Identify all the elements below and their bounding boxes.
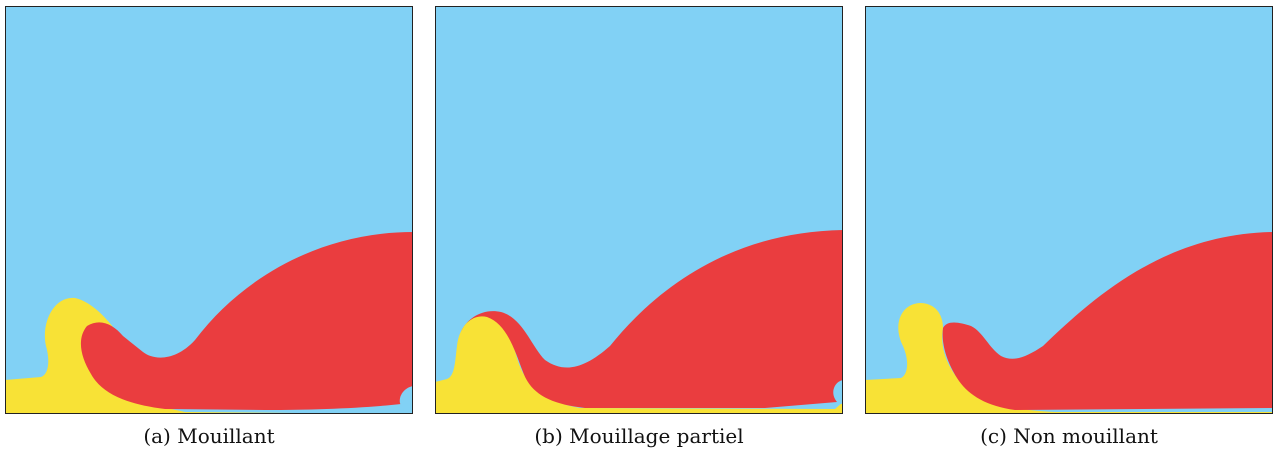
red-fluid <box>80 232 413 410</box>
gas-bubble-corner <box>833 380 843 404</box>
caption-wetting: (a) Mouillant <box>143 424 275 448</box>
gas-bubble-corner <box>399 386 413 414</box>
panel-wetting <box>5 6 413 414</box>
frame-border <box>435 6 843 414</box>
simulation-frame-partial-wetting <box>435 6 843 414</box>
panel-non-wetting <box>865 6 1273 414</box>
frame-border <box>5 6 413 414</box>
caption-partial-wetting: (b) Mouillage partiel <box>534 424 744 448</box>
yellow-fluid <box>435 316 843 414</box>
panel-partial-wetting <box>435 6 843 414</box>
yellow-fluid <box>865 303 1273 414</box>
simulation-frame-non-wetting <box>865 6 1273 414</box>
caption-non-wetting: (c) Non mouillant <box>980 424 1158 448</box>
frame-border <box>865 6 1273 414</box>
red-fluid <box>942 232 1273 410</box>
simulation-frame-wetting <box>5 6 413 414</box>
red-fluid <box>461 230 843 408</box>
